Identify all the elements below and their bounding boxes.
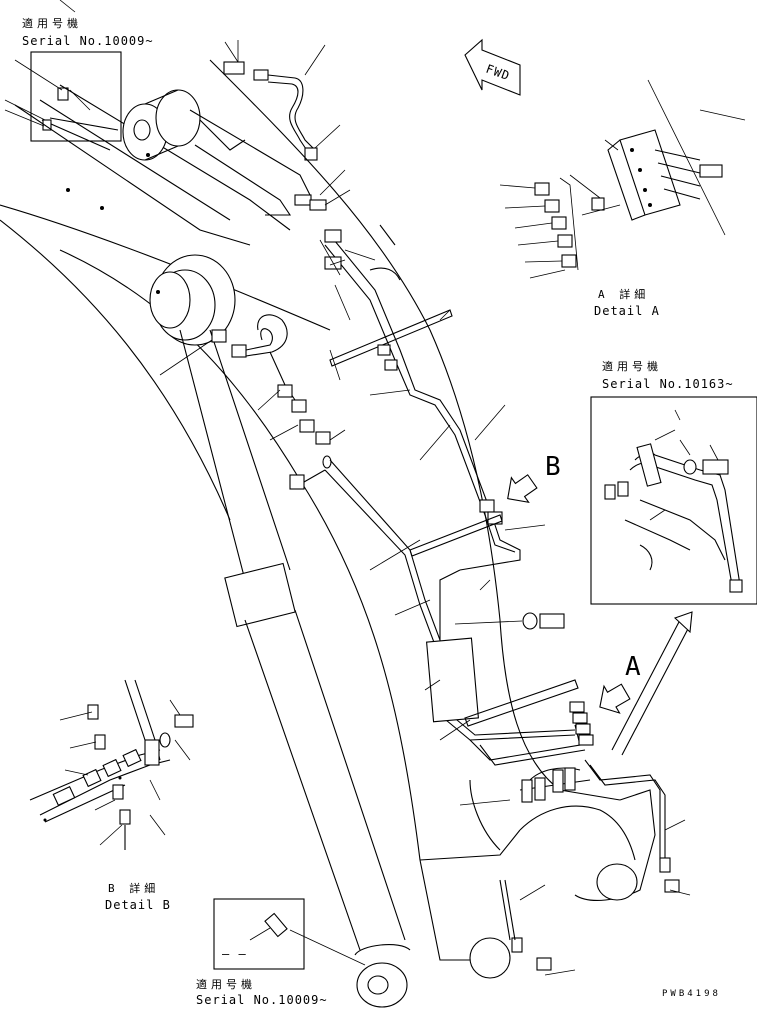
hose-fitting-top	[223, 61, 245, 75]
cylinder-barrel-collar	[224, 562, 296, 628]
serial-bottom-jp-label: 適用号機	[196, 977, 256, 991]
serial-inset-top-left: 適用号機 Serial No.10009~	[22, 16, 154, 151]
detail-a-jp-label: A 詳細	[598, 287, 649, 301]
lower-hose	[159, 40, 346, 490]
view-b-label: B	[545, 452, 561, 482]
boom-body	[0, 59, 656, 979]
lower-cylinder	[149, 254, 411, 1008]
loose-hardware	[454, 612, 565, 630]
serial-inset-box-top	[30, 51, 122, 142]
inset-fitting	[57, 87, 69, 101]
serial-inset-box-bottom	[213, 898, 305, 970]
fwd-arrow: FWD	[464, 38, 521, 96]
pipe-block	[426, 637, 479, 723]
detail-b-label: Detail B	[105, 898, 171, 912]
inset-pin	[42, 119, 52, 131]
serial-right-label: Serial No.10163~	[602, 377, 734, 391]
view-markers: B A	[507, 452, 693, 756]
manifold-block	[619, 129, 681, 216]
upper-cylinder	[0, 84, 331, 331]
leaders-boom	[319, 239, 691, 976]
detail-b-pipes	[29, 679, 194, 850]
boom-end-pin	[469, 937, 511, 979]
detail-a-arrow-icon	[673, 611, 693, 634]
serial-bottom-label: Serial No.10009~	[196, 993, 328, 1007]
detail-b-jp-label: B 詳細	[108, 881, 159, 895]
bolt-a	[539, 613, 565, 629]
inset-bar	[41, 117, 119, 151]
serial-top-jp-label: 適用号機	[22, 16, 82, 30]
serial-inset-bottom: – –	[213, 898, 366, 970]
serial-inset-box-right	[590, 396, 757, 605]
leaders-top-left	[4, 0, 91, 127]
inset-bolt	[702, 459, 729, 475]
view-a-label: A	[625, 652, 641, 682]
washer-a	[522, 612, 538, 630]
detail-a-arrow-shaft	[611, 619, 691, 756]
detail-a-label: Detail A	[594, 304, 660, 318]
serial-right-jp-label: 適用号機	[602, 359, 662, 373]
serial-top-label: Serial No.10009~	[22, 34, 154, 48]
inset-bracket	[636, 443, 662, 487]
pipe-bracket-lower	[464, 679, 579, 727]
boom-foot-pin	[596, 863, 638, 901]
inset-dash-label: – –	[222, 947, 247, 961]
fwd-arrow-icon	[464, 38, 521, 96]
detail-a-fitting-right	[699, 164, 723, 178]
upper-hose	[223, 41, 351, 211]
view-a-arrow-icon	[599, 683, 631, 714]
pipe-clamp	[324, 229, 342, 243]
detail-a-block	[499, 79, 746, 279]
pipe-bracket-upper	[329, 309, 453, 367]
serial-inset-right	[590, 396, 757, 605]
pipe-bracket-mid	[409, 514, 503, 557]
boom-pipes	[324, 229, 680, 971]
drawing-code-label: PWB4198	[662, 989, 721, 999]
inset-elbow-fitting	[264, 912, 288, 938]
view-b-arrow-icon	[507, 474, 538, 504]
